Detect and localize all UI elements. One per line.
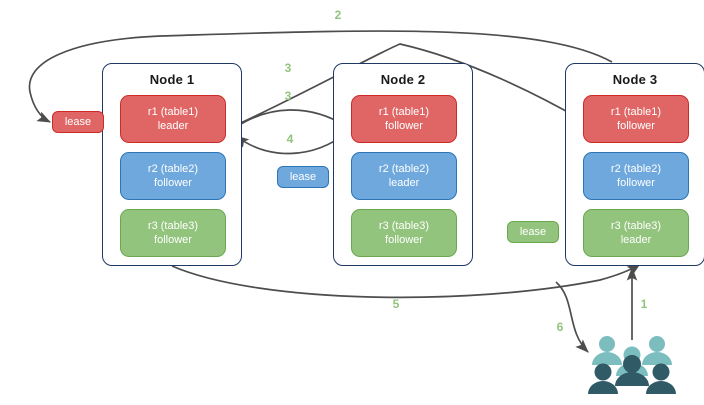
replica-r3[interactable]: r3 (table3) follower — [120, 209, 226, 257]
replica-name: r1 (table1) — [378, 106, 430, 118]
replica-role: follower — [617, 120, 655, 132]
replica-r3[interactable]: r3 (table3) follower — [351, 209, 457, 257]
edge-label-5: 5 — [392, 297, 400, 311]
replica-name: r3 (table3) — [147, 220, 199, 232]
edge-label-6: 6 — [556, 320, 564, 334]
node-title: Node 1 — [149, 72, 195, 87]
replica-r2[interactable]: r2 (table2) follower — [120, 152, 226, 200]
replica-name: r2 (table2) — [378, 163, 430, 175]
lease-badge-r3[interactable]: lease — [507, 221, 559, 243]
replica-role: leader — [620, 234, 652, 246]
node-title: Node 3 — [612, 72, 658, 87]
replica-r2[interactable]: r2 (table2) follower — [583, 152, 689, 200]
replica-name: r1 (table1) — [147, 106, 199, 118]
edge-label-3-upper: 3 — [284, 61, 292, 75]
replica-role: follower — [154, 234, 192, 246]
replica-r1[interactable]: r1 (table1) follower — [583, 95, 689, 143]
edge-label-2: 2 — [334, 8, 342, 22]
edge-3-upper — [229, 43, 583, 129]
lease-badge-r2[interactable]: lease — [277, 166, 329, 188]
replica-name: r1 (table1) — [610, 106, 662, 118]
node-title: Node 2 — [380, 72, 426, 87]
node-box-1[interactable]: Node 1 r1 (table1) leader r2 (table2) fo… — [102, 63, 242, 266]
edge-label-1: 1 — [640, 297, 648, 311]
edge-label-3-lower: 3 — [284, 89, 292, 103]
replica-role: follower — [385, 234, 423, 246]
replica-role: follower — [154, 177, 192, 189]
edge-6 — [555, 281, 589, 353]
replica-role: leader — [157, 120, 189, 132]
replica-role: leader — [388, 177, 420, 189]
replica-name: r3 (table3) — [610, 220, 662, 232]
node-box-2[interactable]: Node 2 r1 (table1) follower r2 (table2) … — [333, 63, 473, 266]
edge-3-lower — [231, 109, 347, 131]
replica-r1[interactable]: r1 (table1) leader — [120, 95, 226, 143]
replica-name: r3 (table3) — [378, 220, 430, 232]
replica-r1[interactable]: r1 (table1) follower — [351, 95, 457, 143]
replica-r2[interactable]: r2 (table2) leader — [351, 152, 457, 200]
replica-role: follower — [617, 177, 655, 189]
edge-label-4: 4 — [286, 132, 294, 146]
lease-badge-r1[interactable]: lease — [52, 111, 104, 133]
replica-name: r2 (table2) — [610, 163, 662, 175]
replica-name: r2 (table2) — [147, 163, 199, 175]
users-group-icon — [588, 336, 676, 394]
replica-role: follower — [385, 120, 423, 132]
edge-5 — [171, 263, 641, 299]
replica-r3[interactable]: r3 (table3) leader — [583, 209, 689, 257]
edge-2 — [28, 30, 613, 123]
node-box-3[interactable]: Node 3 r1 (table1) follower r2 (table2) … — [565, 63, 704, 266]
